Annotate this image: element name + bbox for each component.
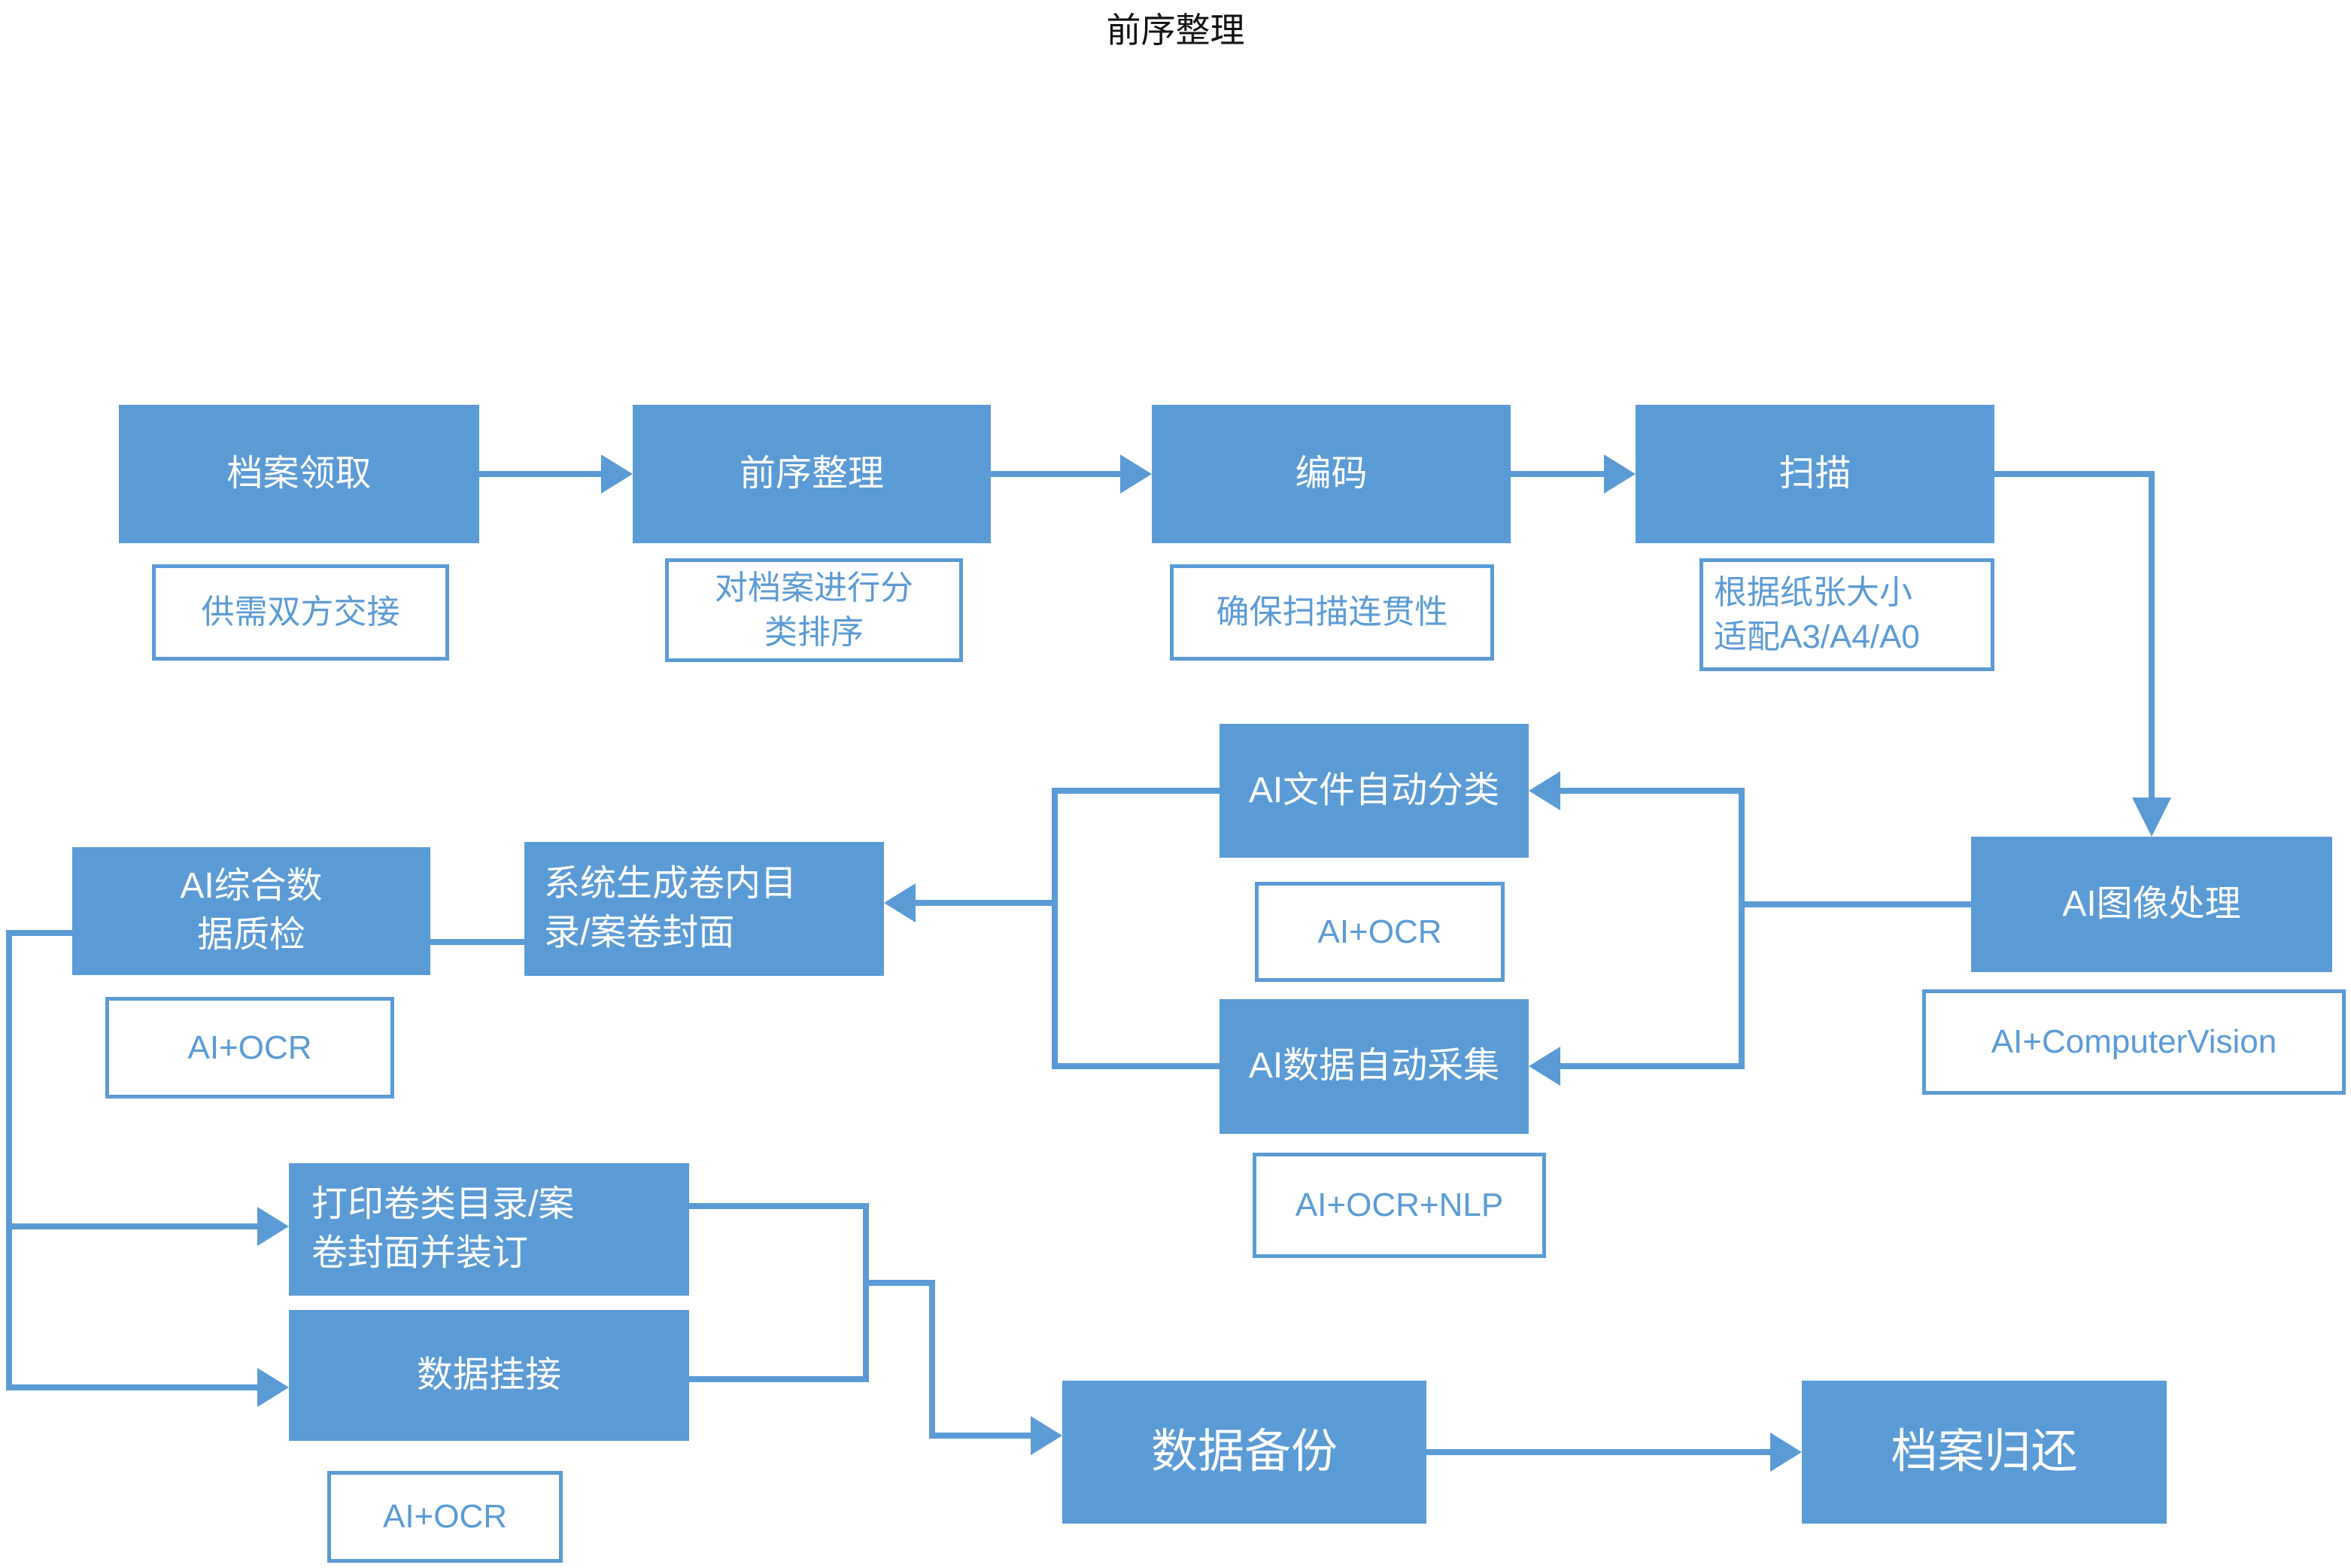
- arrowhead-preprocess-encoding: [1120, 454, 1152, 494]
- node-data-link-label: 数据挂接: [416, 1354, 561, 1395]
- connector-merge-h3: [863, 1280, 935, 1286]
- connector-collect-to-bracket: [1055, 1063, 1220, 1069]
- connector-merge-v2: [929, 1280, 935, 1439]
- arrowhead-into-print-bind: [257, 1207, 289, 1246]
- node-ai-collect-label: AI数据自动采集: [1248, 1046, 1500, 1086]
- connector-pickup-preprocess: [479, 471, 603, 477]
- connector-left-wall-v: [6, 930, 12, 1390]
- arrowhead-into-data-backup: [1031, 1416, 1062, 1455]
- connector-scanning-elbow-h: [1994, 471, 2155, 477]
- node-archive-return-label: 档案归还: [1891, 1426, 2078, 1478]
- note-encoding: 确保扫描连贯性: [1170, 564, 1494, 661]
- node-data-link: 数据挂接: [289, 1310, 689, 1441]
- note-preprocess: 对档案进行分 类排序: [665, 558, 963, 662]
- node-archive-pickup: 档案领取: [119, 405, 479, 543]
- connector-print-to-merge: [689, 1203, 869, 1209]
- node-archive-return: 档案归还: [1802, 1381, 2167, 1524]
- connector-aiimage-bracket-v: [1739, 788, 1745, 1069]
- node-ai-quality: AI综合数 据质检: [72, 847, 430, 975]
- connector-bracket-to-collect: [1560, 1063, 1742, 1069]
- note-ai-collect: AI+OCR+NLP: [1253, 1153, 1546, 1258]
- node-sys-generate-label: 系统生成卷内目 录/案卷封面: [544, 864, 797, 953]
- note-ai-image: AI+ComputerVision: [1922, 989, 2346, 1095]
- note-ai-image-label: AI+ComputerVision: [1991, 1023, 2277, 1061]
- note-ai-classify: AI+OCR: [1255, 882, 1505, 982]
- note-archive-pickup-label: 供需双方交接: [201, 594, 400, 631]
- note-preprocess-label: 对档案进行分 类排序: [715, 569, 913, 651]
- node-encoding: 编码: [1152, 405, 1511, 543]
- node-ai-quality-label: AI综合数 据质检: [180, 866, 323, 955]
- connector-scanning-elbow-v: [2149, 471, 2155, 801]
- arrowhead-into-data-link: [257, 1368, 289, 1407]
- note-ai-quality-label: AI+OCR: [187, 1029, 312, 1066]
- node-ai-image-label: AI图像处理: [2062, 883, 2241, 924]
- connector-bracket-to-classify: [1560, 788, 1742, 794]
- node-ai-classify-label: AI文件自动分类: [1248, 770, 1500, 810]
- connector-merge-bracket-v: [1052, 788, 1058, 1069]
- connector-wall-to-print: [6, 1223, 257, 1229]
- connector-wall-to-datalink: [6, 1384, 257, 1390]
- node-encoding-label: 编码: [1295, 453, 1368, 494]
- connector-merge-v1: [863, 1203, 869, 1382]
- note-data-link: AI+OCR: [327, 1471, 563, 1563]
- node-scanning: 扫描: [1636, 405, 1994, 543]
- connector-sysgen-quality: [430, 939, 524, 945]
- arrowhead-into-ai-image: [2132, 798, 2171, 837]
- node-sys-generate: 系统生成卷内目 录/案卷封面: [524, 842, 884, 976]
- node-ai-collect: AI数据自动采集: [1220, 999, 1529, 1134]
- connector-preprocess-encoding: [991, 471, 1122, 477]
- note-data-link-label: AI+OCR: [382, 1498, 508, 1536]
- arrowhead-into-sys-generate: [884, 883, 916, 922]
- note-scanning: 根据纸张大小 适配A3/A4/A0: [1699, 558, 1994, 671]
- node-data-backup-label: 数据备份: [1150, 1426, 1338, 1478]
- connector-datalink-to-merge: [689, 1376, 869, 1382]
- note-encoding-label: 确保扫描连贯性: [1216, 594, 1448, 631]
- connector-classify-to-bracket: [1055, 788, 1220, 794]
- node-ai-classify: AI文件自动分类: [1220, 724, 1529, 858]
- node-ai-image: AI图像处理: [1971, 837, 2332, 972]
- connector-bracket-to-sysgen: [916, 900, 1058, 906]
- arrowhead-encoding-scanning: [1604, 454, 1636, 494]
- note-archive-pickup: 供需双方交接: [152, 564, 449, 661]
- node-data-backup: 数据备份: [1062, 1381, 1426, 1524]
- connector-encoding-scanning: [1511, 471, 1605, 477]
- arrowhead-into-ai-classify: [1529, 771, 1560, 810]
- node-scanning-label: 扫描: [1778, 453, 1851, 494]
- note-ai-classify-label: AI+OCR: [1317, 913, 1442, 950]
- connector-backup-return: [1426, 1449, 1772, 1455]
- node-print-bind: 打印卷类目录/案 卷封面并装订: [289, 1163, 689, 1296]
- connector-quality-to-wall: [6, 930, 72, 936]
- note-ai-collect-label: AI+OCR+NLP: [1295, 1187, 1504, 1224]
- arrowhead-pickup-preprocess: [601, 454, 633, 494]
- node-preprocess-label: 前序整理: [739, 453, 884, 494]
- page-title: 前序整理: [1106, 11, 1245, 50]
- connector-merge-to-backup: [929, 1433, 1032, 1439]
- node-preprocess: 前序整理: [633, 405, 991, 543]
- note-ai-quality: AI+OCR: [105, 997, 394, 1099]
- node-archive-pickup-label: 档案领取: [226, 453, 372, 494]
- arrowhead-into-archive-return: [1770, 1433, 1802, 1472]
- arrowhead-into-ai-collect: [1529, 1047, 1560, 1086]
- note-scanning-label: 根据纸张大小 适配A3/A4/A0: [1714, 573, 1920, 655]
- connector-aiimage-bracket-mid: [1739, 901, 1971, 907]
- node-print-bind-label: 打印卷类目录/案 卷封面并装订: [311, 1184, 575, 1273]
